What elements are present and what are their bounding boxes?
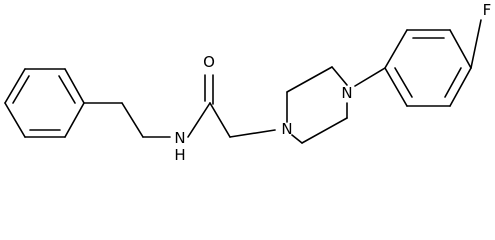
bond	[64, 68, 85, 104]
atom-labels: F O N H N N	[174, 1, 491, 164]
amide-hydrogen-label: H	[174, 146, 185, 164]
bond	[209, 102, 231, 138]
bond	[449, 67, 472, 107]
bond	[64, 102, 85, 138]
bond	[4, 68, 26, 104]
piperazine-ring	[286, 66, 348, 144]
fluorophenyl-ring	[384, 29, 472, 107]
bond	[291, 134, 303, 144]
bond	[354, 67, 386, 87]
bond	[4, 102, 26, 138]
bond	[384, 29, 408, 69]
fluorine-atom-label: F	[483, 1, 492, 19]
bond	[384, 67, 408, 107]
piperazine-n1-label: N	[281, 120, 292, 138]
double-bond-inner	[394, 67, 413, 98]
amide-nitrogen-label: N	[174, 129, 185, 147]
bond	[331, 66, 348, 86]
double-bond-inner	[444, 67, 462, 98]
double-bond-inner	[12, 75, 30, 104]
chemical-structure-diagram: F O N H N N	[4, 1, 491, 164]
double-bond-inner	[58, 75, 76, 104]
bond	[449, 29, 472, 69]
bond	[229, 129, 276, 138]
bond	[470, 19, 482, 69]
oxygen-atom-label: O	[203, 53, 215, 71]
phenyl-ring	[4, 68, 85, 138]
bond	[187, 102, 211, 138]
bond	[286, 66, 333, 93]
bond	[121, 102, 144, 138]
piperazine-n4-label: N	[341, 84, 352, 102]
bond	[301, 117, 348, 144]
